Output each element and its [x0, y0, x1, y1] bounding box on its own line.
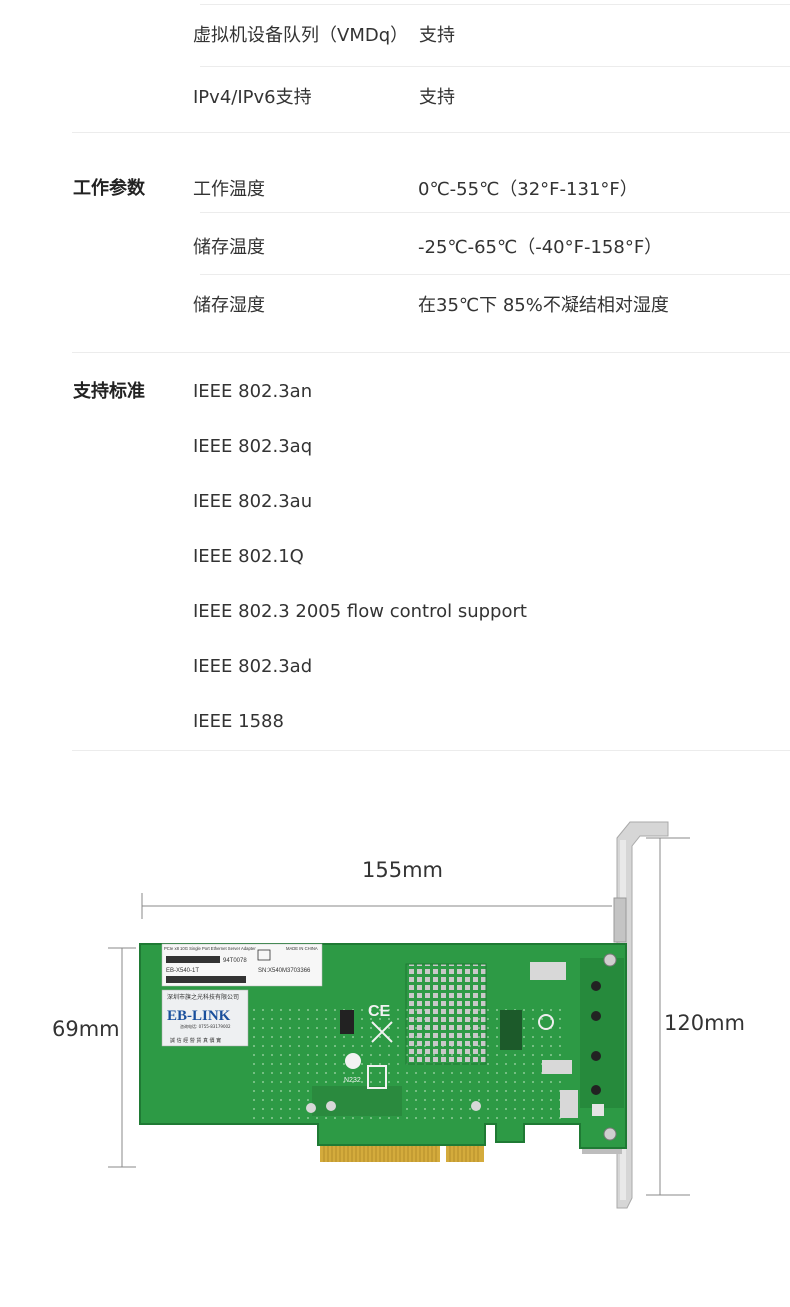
section-divider: [72, 132, 790, 133]
gold-finger-lines: [323, 1146, 479, 1162]
brand-logo-text: EB-LINK: [167, 1008, 231, 1024]
width-dimension-line: [141, 893, 612, 919]
spec-label-ipv: IPv4/IPv6支持: [193, 87, 312, 108]
ce-mark: CE: [368, 1003, 391, 1020]
product-label-sticker: [161, 943, 323, 987]
card-height-dimension-line: [108, 947, 136, 1168]
controller-chip-footprint: [405, 963, 487, 1065]
spec-value-storage-humidity: 在35℃下 85%不凝结相对湿度: [418, 295, 669, 316]
spec-label-storage-temp: 储存温度: [193, 237, 265, 258]
port-area: [580, 953, 624, 1141]
label-code: 94T0078: [223, 958, 247, 964]
spec-label-operating-temp: 工作温度: [193, 179, 265, 200]
bracket-height-dimension-line: [646, 837, 690, 1196]
spec-value-vmdq: 支持: [419, 25, 455, 46]
card-height-dimension-label: 69mm: [52, 1017, 120, 1041]
label-made-in: MADE IN CHINA: [286, 946, 318, 951]
bracket-height-dimension-label: 120mm: [664, 1011, 745, 1035]
pcb-components: [306, 962, 578, 1118]
standard-item: IEEE 802.3ad: [193, 656, 313, 677]
row-divider: [200, 4, 790, 5]
brand-sticker: [161, 989, 249, 1047]
spec-label-vmdq: 虚拟机设备队列（VMDq）: [193, 25, 409, 46]
spec-value-operating-temp: 0℃-55℃（32°F-131°F）: [418, 179, 638, 200]
section-title-working-params: 工作参数: [73, 178, 145, 199]
brand-tagline: 誠 信 經 營 貨 真 價 實: [170, 1037, 221, 1044]
standard-item: IEEE 802.1Q: [193, 546, 304, 567]
n-code-mark: N232: [344, 1077, 361, 1084]
section-divider: [72, 352, 790, 353]
brand-phone: 咨询电话: 0755-83179002: [180, 1023, 231, 1029]
brand-company: 深圳市旗之光科技有限公司: [167, 993, 239, 1001]
standard-item: IEEE 802.3an: [193, 381, 313, 402]
row-divider: [200, 274, 790, 275]
section-title-standards: 支持标准: [73, 381, 145, 402]
spec-value-ipv: 支持: [419, 87, 455, 108]
label-product-line: PCIe x8 10G Single Port Ethernet Server …: [164, 946, 256, 951]
standard-item: IEEE 802.3 2005 flow control support: [193, 601, 527, 622]
width-dimension-label: 155mm: [362, 858, 443, 882]
label-model: EB-X540-1T: [166, 968, 199, 974]
certification-marks: [345, 1021, 393, 1089]
row-divider: [200, 212, 790, 213]
section-divider: [72, 750, 790, 751]
spec-label-storage-humidity: 储存湿度: [193, 295, 265, 316]
standard-item: IEEE 802.3aq: [193, 436, 313, 457]
standard-item: IEEE 802.3au: [193, 491, 313, 512]
spec-value-storage-temp: -25℃-65℃（-40°F-158°F）: [418, 237, 663, 258]
pcie-gold-fingers: [320, 1146, 484, 1162]
standard-item: IEEE 1588: [193, 711, 284, 732]
row-divider: [200, 66, 790, 67]
label-serial: SN:X540M3703366: [258, 968, 311, 974]
